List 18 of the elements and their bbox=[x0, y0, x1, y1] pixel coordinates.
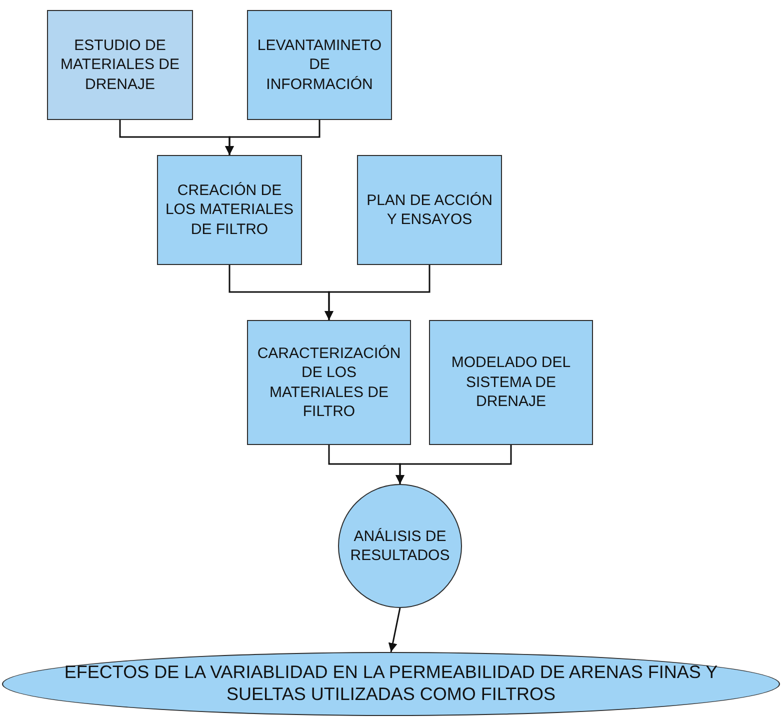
node-label: LEVANTAMINETO DE INFORMACIÓN bbox=[256, 36, 383, 94]
process-box bbox=[429, 320, 593, 445]
process-box bbox=[357, 155, 502, 265]
connector-arrow bbox=[388, 608, 401, 652]
node-label: EFECTOS DE LA VARIABLIDAD EN LA PERMEABILIDAD DE ARENAS FINAS Y SUELTAS UTILIZADAS COMO FILTROS bbox=[63, 662, 719, 706]
connector-arrow bbox=[225, 120, 320, 155]
node-label: MODELADO DEL SISTEMA DE DRENAJE bbox=[450, 353, 572, 412]
process-box bbox=[157, 155, 302, 265]
node-label: PLAN DE ACCIÓN Y ENSAYOS bbox=[366, 190, 494, 230]
process-box bbox=[47, 10, 193, 120]
node-label: CREACIÓN DE LOS MATERIALES DE FILTRO bbox=[164, 180, 295, 240]
node-label: ANÁLISIS DE RESULTADOS bbox=[349, 526, 451, 566]
connector-arrow bbox=[324, 265, 430, 320]
node-label: ESTUDIO DE MATERIALES DE DRENAJE bbox=[60, 36, 180, 94]
node-label: CARACTERIZACIÓN DE LOS MATERIALES DE FILTRO bbox=[256, 344, 402, 422]
connector-arrow bbox=[396, 445, 512, 484]
process-box bbox=[247, 320, 411, 445]
process-box bbox=[247, 10, 392, 120]
